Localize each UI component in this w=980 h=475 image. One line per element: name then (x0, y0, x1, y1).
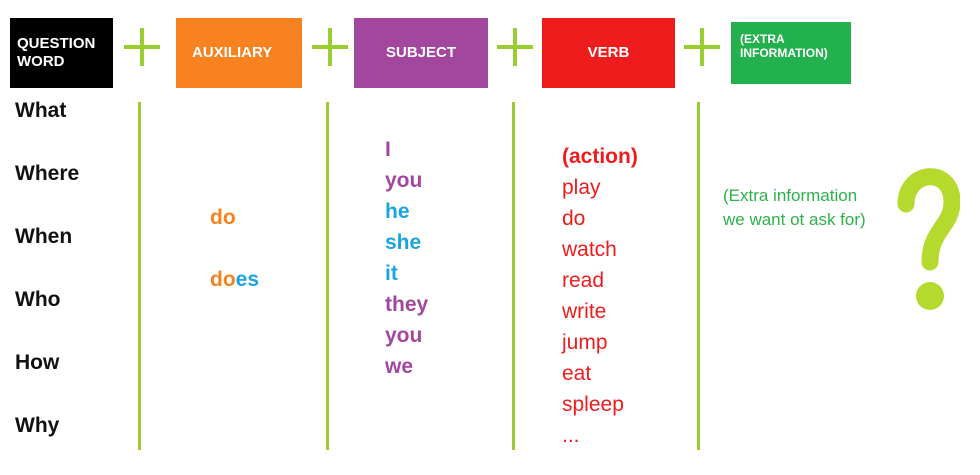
verb-item: spleep (562, 393, 624, 416)
auxiliary-box: AUXILIARY (176, 18, 302, 88)
subject-box: SUBJECT (354, 18, 488, 88)
subject-item: we (385, 355, 414, 378)
question-word-list: What Where When Who How Why (15, 97, 79, 475)
subject-item: you (385, 324, 423, 347)
subject-list: I you he she it they you we (385, 134, 428, 382)
separator-line (512, 102, 515, 450)
verb-item: ... (562, 424, 580, 447)
verb-item: do (562, 207, 586, 230)
subject-item: it (385, 262, 398, 285)
question-word-item: Who (15, 288, 61, 311)
auxiliary-part: do (210, 268, 236, 291)
separator-line (138, 102, 141, 450)
extra-info-text: (Extra information we want ot ask for) (723, 184, 866, 232)
separator-line (697, 102, 700, 450)
plus-icon (684, 28, 720, 66)
question-word-box: QUESTION WORD (10, 18, 113, 88)
extra-info-box: (EXTRA INFORMATION) (731, 22, 851, 84)
subject-item: I (385, 138, 391, 161)
verb-item: jump (562, 331, 608, 354)
auxiliary-list: do does (210, 204, 259, 328)
question-word-item: Where (15, 162, 80, 185)
plus-icon (312, 28, 348, 66)
extra-info-line: we want ot ask for) (723, 210, 866, 229)
extra-info-line: (Extra information (723, 186, 858, 205)
verb-label: VERB (587, 44, 630, 61)
question-word-item: Why (15, 414, 60, 437)
plus-icon (124, 28, 160, 66)
plus-icon (497, 28, 533, 66)
auxiliary-item: does (210, 266, 259, 328)
question-word-label: QUESTION WORD (17, 35, 96, 70)
verb-box: VERB (542, 18, 675, 88)
auxiliary-part: es (235, 268, 260, 291)
separator-line (326, 102, 329, 450)
auxiliary-item: do (210, 204, 259, 266)
question-word-item: How (15, 351, 60, 374)
subject-item: he (385, 200, 410, 223)
verb-item: eat (562, 362, 592, 385)
verb-item: play (562, 176, 601, 199)
extra-info-label: (EXTRA INFORMATION) (740, 32, 828, 61)
auxiliary-part: do (210, 206, 236, 229)
subject-item: you (385, 169, 423, 192)
auxiliary-label: AUXILIARY (192, 44, 273, 61)
verb-list: (action) play do watch read write jump e… (562, 141, 638, 451)
verb-item: watch (562, 238, 617, 261)
question-word-item: What (15, 99, 67, 122)
subject-item: she (385, 231, 422, 254)
question-mark-icon (896, 160, 961, 321)
verb-item: write (562, 300, 607, 323)
verb-heading: (action) (562, 145, 638, 168)
subject-label: SUBJECT (385, 44, 456, 61)
subject-item: they (385, 293, 429, 316)
verb-item: read (562, 269, 605, 292)
question-word-item: When (15, 225, 73, 248)
